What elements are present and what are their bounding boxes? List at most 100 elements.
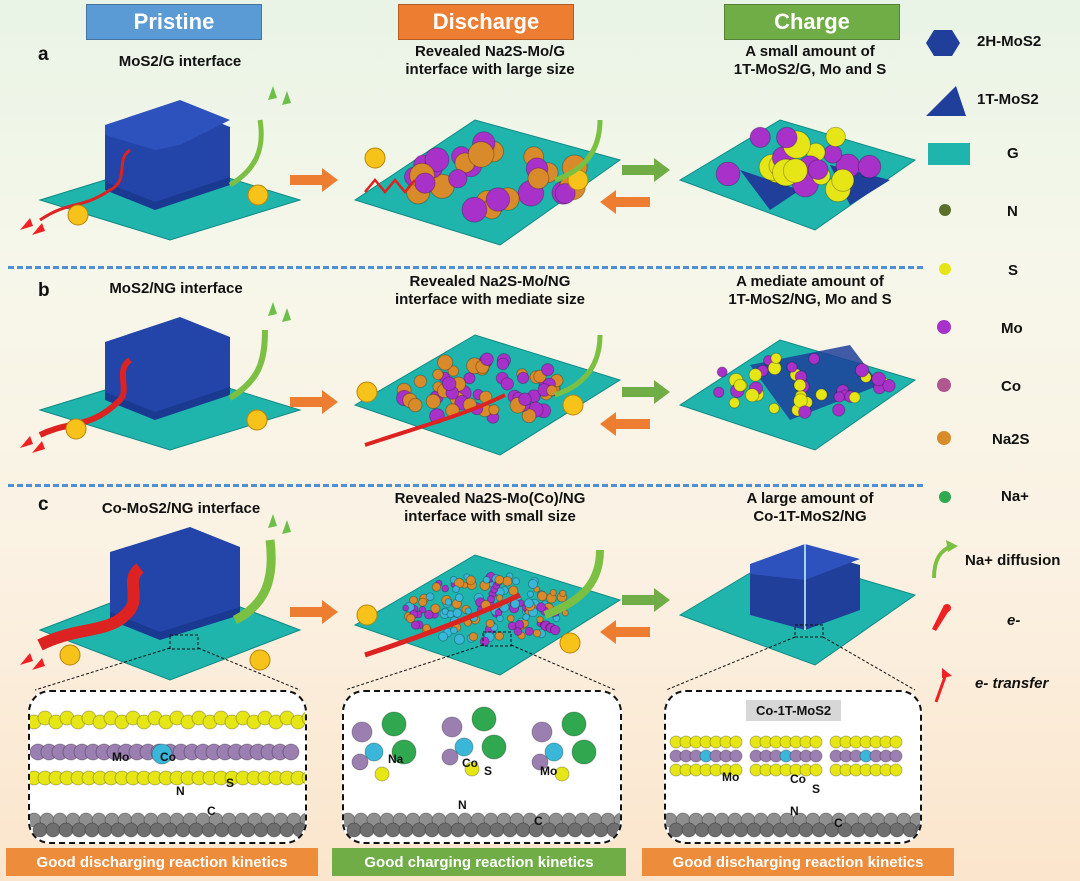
legend-mo: Mo [1001,320,1023,337]
inset-right-s: S [812,782,821,796]
inset-right-c: C [834,816,843,830]
s-sphere [782,158,808,184]
na2s-sphere [425,393,441,410]
s-sphere [729,763,743,777]
carbon-sphere [733,822,749,838]
mo-sphere [823,144,843,164]
row-letter-b: b [38,280,50,301]
mo-sphere [833,391,845,403]
carbon-sphere [279,822,295,838]
mo-sphere [486,595,496,604]
label-a-charge-2: 1T-MoS2/G, Mo and S [733,61,887,78]
s-sphere [889,735,903,749]
legend-electron: e- [1007,612,1021,629]
inset-mid: Na Co S Mo N C [342,690,622,844]
arrow-c-back [600,620,650,644]
na2s-sphere [413,374,428,389]
inset-left-s: S [226,776,235,790]
carbon-sphere [720,822,736,838]
mo-sphere [282,743,300,761]
na2s-sphere [467,141,495,168]
mo-sphere [418,606,427,614]
label-a-charge-1: A small amount of [745,43,875,60]
mo-sphere [494,608,503,617]
legend-1t-mos2: 1T-MoS2 [977,91,1039,108]
na-sphere [381,711,407,737]
legend-n-icon [939,204,951,216]
carbon-sphere [850,822,866,838]
header-pristine: Pristine [86,4,262,40]
carbon-sphere [759,822,775,838]
panel-c-discharge [353,549,622,676]
panel-a-charge [678,119,917,231]
na2s-sphere [521,408,537,424]
mo-sphere [441,584,450,593]
s-sphere [464,761,480,777]
carbon-sphere [476,822,492,838]
carbon-sphere [593,822,609,838]
carbon-sphere [554,822,570,838]
carbon-sphere [385,822,401,838]
legend-s-icon [939,263,951,275]
na2s-sphere [559,589,567,598]
carbon-sphere [136,822,152,838]
inset-mid-mo: Mo [540,764,558,778]
mo-sphere [485,187,511,212]
mo-sphere [554,183,576,204]
na2s-sphere [485,619,495,628]
na2s-sphere [465,575,476,586]
panel-a-pristine [20,86,302,241]
carbon-sphere [240,822,256,838]
inset-left-co: Co [160,750,176,764]
inset-mid-na: Na [388,752,404,766]
carbon-sphere [798,822,814,838]
mo-sphere [351,753,369,771]
label-b-pristine: MoS2/NG interface [109,280,243,297]
s-sphere [770,352,782,364]
mo-sphere [882,379,896,393]
panel-b-pristine [20,302,302,453]
legend-2h-mos2-icon [926,30,960,56]
legend-s: S [1008,262,1019,279]
mo-sphere [531,753,549,771]
s-sphere [748,368,763,382]
carbon-sphere [45,822,61,838]
co-sphere [151,743,173,765]
na2s-sphere [468,632,478,642]
na2s-sphere [432,368,444,381]
carbon-sphere [346,822,362,838]
mo-sphere [441,748,459,766]
carbon-sphere [668,822,684,838]
carbon-sphere [292,822,305,838]
arrow-c-to-discharge [290,600,338,624]
mo-sphere [749,126,771,149]
arrow-b-to-charge [622,380,670,404]
co-sphere [425,592,435,601]
mo-sphere [351,721,373,743]
arrow-b-back [600,412,650,436]
arrow-a-to-discharge [290,168,338,192]
mo-sphere [480,352,494,367]
mo-sphere [798,405,812,419]
mo-sphere [518,392,532,407]
inset-right-tag: Co-1T-MoS2 [746,700,842,721]
inset-mid-c: C [534,814,543,828]
carbon-sphere [889,822,905,838]
carbon-sphere [97,822,113,838]
mo-sphere [448,169,468,189]
s-sphere [809,735,823,749]
carbon-sphere [201,822,217,838]
carbon-sphere [359,822,375,838]
mo-sphere [423,609,434,620]
label-b-charge-2: 1T-MoS2/NG, Mo and S [728,291,892,308]
carbon-sphere [681,822,697,838]
co-sphere [438,631,449,642]
carbon-sphere [84,822,100,838]
na2s-sphere [437,354,454,371]
mo-sphere [541,363,555,377]
carbon-sphere [175,822,191,838]
legend-2h-mos2: 2H-MoS2 [977,33,1042,50]
panel-a-discharge [353,119,622,246]
mo-sphere [729,749,743,763]
na2s-sphere [431,582,442,592]
